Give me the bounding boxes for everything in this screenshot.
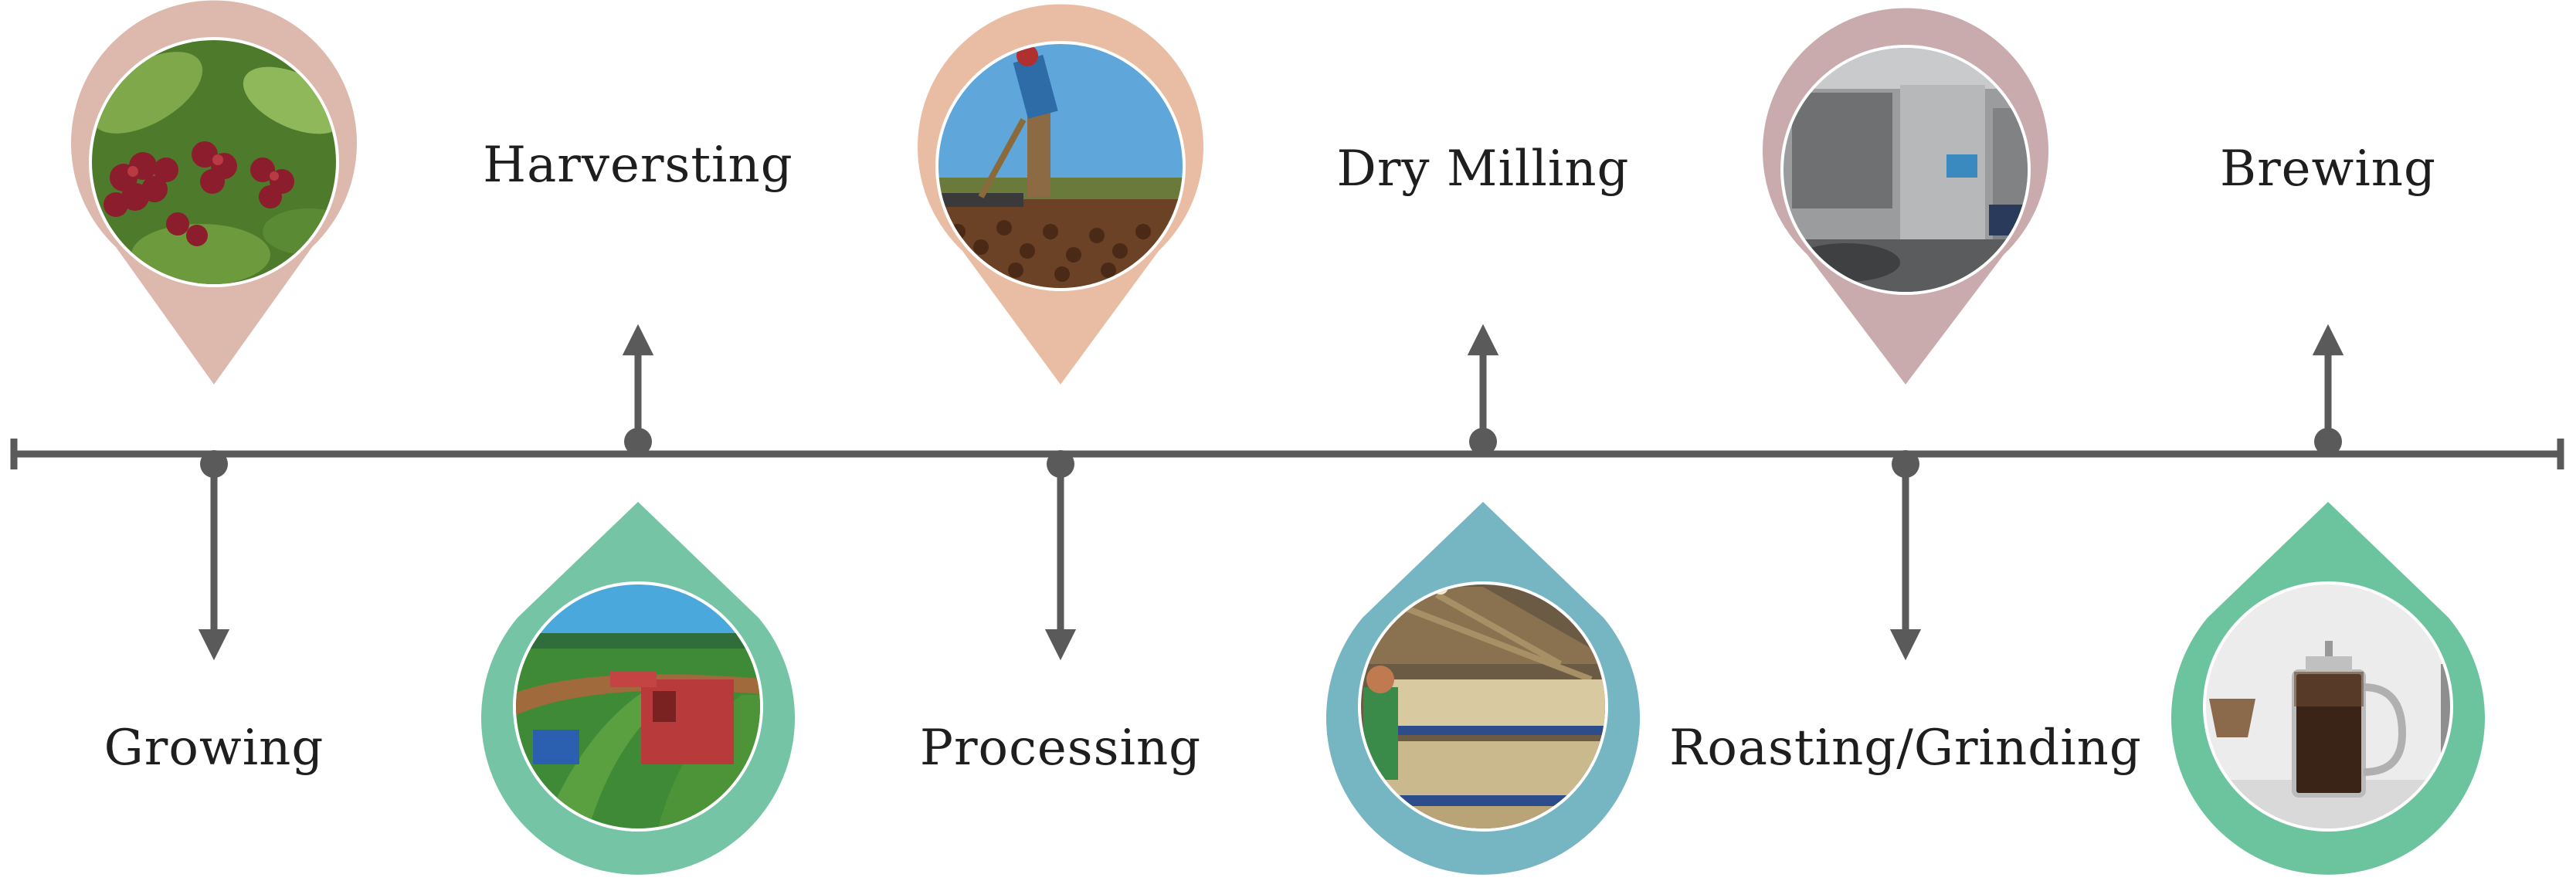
stage-harvesting-label: Harversting xyxy=(483,137,792,194)
stage-brewing: Brewing xyxy=(2171,141,2485,875)
stage-roasting-pin xyxy=(1763,8,2048,385)
stage-harvesting: Harversting xyxy=(480,137,795,875)
stage-processing-label: Processing xyxy=(920,720,1201,777)
timeline-axis xyxy=(10,439,2564,469)
stage-brewing-label: Brewing xyxy=(2220,141,2436,198)
stage-growing: Growing xyxy=(70,0,358,777)
stage-growing-pin xyxy=(70,0,358,385)
stage-growing-label: Growing xyxy=(104,720,324,777)
stage-harvesting-drop xyxy=(480,502,795,875)
stage-processing: Processing xyxy=(918,4,1204,777)
stage-drymilling-label: Dry Milling xyxy=(1337,141,1630,198)
stage-drymilling: Dry Milling xyxy=(1326,141,1640,875)
stage-roasting: Roasting/Grinding xyxy=(1669,8,2142,777)
stage-brewing-drop xyxy=(2171,502,2485,875)
stage-drymilling-drop xyxy=(1326,502,1640,875)
stage-processing-pin xyxy=(918,4,1204,385)
stage-roasting-label: Roasting/Grinding xyxy=(1669,720,2142,777)
milling-plant-photo xyxy=(1361,584,1605,828)
